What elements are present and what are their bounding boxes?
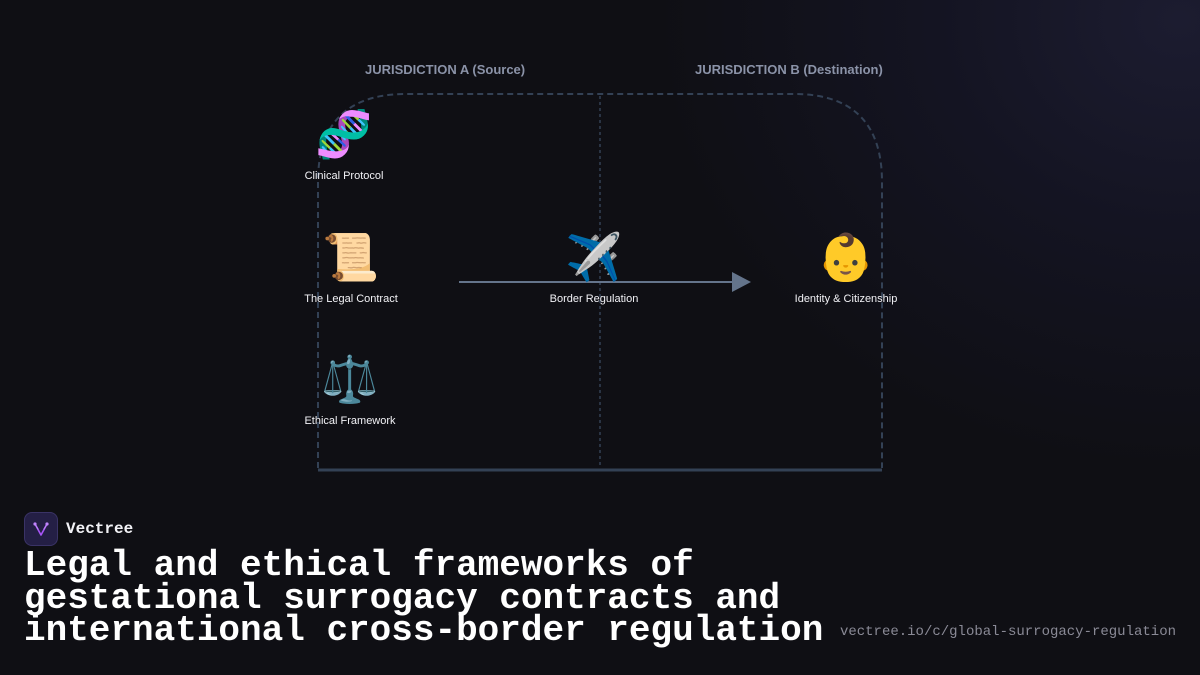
node-label: Ethical Framework bbox=[304, 415, 396, 427]
node-border-regulation: ✈️ Border Regulation bbox=[548, 229, 640, 305]
brand[interactable]: Vectree bbox=[24, 512, 133, 546]
airplane-icon: ✈️ bbox=[565, 230, 623, 284]
node-label: The Legal Contract bbox=[304, 293, 398, 305]
page-title: Legal and ethical frameworks of gestatio… bbox=[24, 545, 824, 651]
node-ethical-framework: ⚖️ Ethical Framework bbox=[304, 351, 396, 427]
node-identity-citizenship: 👶 Identity & Citizenship bbox=[793, 229, 899, 305]
node-label: Identity & Citizenship bbox=[794, 293, 898, 305]
node-label: Border Regulation bbox=[549, 293, 639, 305]
vectree-logo-icon bbox=[24, 512, 58, 546]
baby-icon: 👶 bbox=[817, 230, 875, 284]
jurisdiction-a-label: JURISDICTION A (Source) bbox=[365, 62, 526, 77]
flow-arrow-head bbox=[732, 272, 751, 292]
scales-icon: ⚖️ bbox=[321, 352, 379, 406]
dna-icon: 🧬 bbox=[315, 107, 373, 161]
node-legal-contract: 📜 The Legal Contract bbox=[304, 229, 398, 305]
jurisdiction-b-label: JURISDICTION B (Destination) bbox=[695, 62, 883, 77]
brand-name: Vectree bbox=[66, 520, 134, 538]
source-url[interactable]: vectree.io/c/global-surrogacy-regulation bbox=[839, 624, 1176, 640]
scroll-icon: 📜 bbox=[322, 230, 380, 284]
node-clinical-protocol: 🧬 Clinical Protocol bbox=[304, 106, 384, 182]
node-label: Clinical Protocol bbox=[304, 170, 384, 182]
jurisdiction-boundary bbox=[317, 93, 883, 468]
